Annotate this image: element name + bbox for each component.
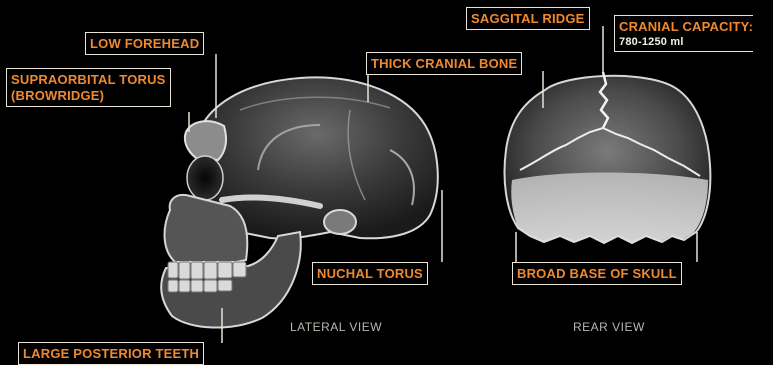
label-posterior-teeth: LARGE POSTERIOR TEETH xyxy=(18,342,204,365)
saggital-ridge-text: SAGGITAL RIDGE xyxy=(471,11,585,26)
thick-cranial-bone-text: THICK CRANIAL BONE xyxy=(371,56,517,71)
supraorbital-text: SUPRAORBITAL TORUS xyxy=(11,72,166,87)
caption-lateral-view: LATERAL VIEW xyxy=(290,320,382,334)
posterior-teeth-text: LARGE POSTERIOR TEETH xyxy=(23,346,199,361)
cranial-capacity-value: 780-1250 ml xyxy=(619,35,753,49)
cranial-capacity-title: CRANIAL CAPACITY: xyxy=(619,19,753,34)
label-broad-base: BROAD BASE OF SKULL xyxy=(512,262,682,285)
lateral-orbit xyxy=(187,156,223,200)
label-low-forehead: LOW FOREHEAD xyxy=(85,32,204,55)
browridge-text: (BROWRIDGE) xyxy=(11,88,104,103)
label-supraorbital-torus: SUPRAORBITAL TORUS (BROWRIDGE) xyxy=(6,68,171,107)
nuchal-torus-text: NUCHAL TORUS xyxy=(317,266,423,281)
rear-skull xyxy=(505,72,711,243)
lateral-view-text: LATERAL VIEW xyxy=(290,320,382,334)
broad-base-text: BROAD BASE OF SKULL xyxy=(517,266,677,281)
lateral-skull xyxy=(161,77,438,327)
low-forehead-text: LOW FOREHEAD xyxy=(90,36,199,51)
caption-rear-view: REAR VIEW xyxy=(573,320,645,334)
label-thick-cranial-bone: THICK CRANIAL BONE xyxy=(366,52,522,75)
label-saggital-ridge: SAGGITAL RIDGE xyxy=(466,7,590,30)
rear-base xyxy=(511,173,708,244)
lateral-browridge xyxy=(185,121,226,160)
label-cranial-capacity: CRANIAL CAPACITY: 780-1250 ml xyxy=(614,15,753,52)
label-nuchal-torus: NUCHAL TORUS xyxy=(312,262,428,285)
rear-view-text: REAR VIEW xyxy=(573,320,645,334)
